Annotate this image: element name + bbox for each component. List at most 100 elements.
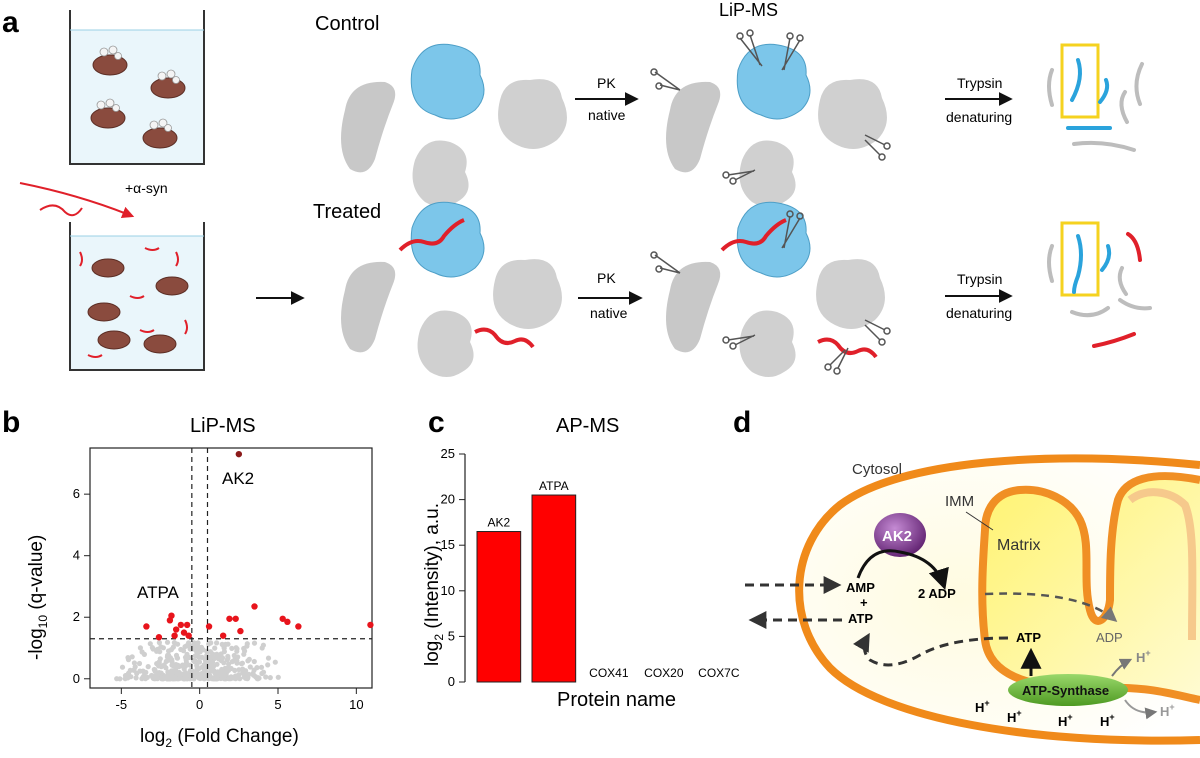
nonsignificant-point <box>125 670 132 676</box>
significant-point <box>180 629 188 636</box>
nonsignificant-point <box>225 641 231 647</box>
lipms-control-proteins <box>650 29 891 207</box>
y-tick-label: 25 <box>441 446 455 461</box>
ak2-reaction-arrow <box>856 549 949 590</box>
nonsignificant-point <box>214 676 220 682</box>
panel-b-ylabel: -log10 (q-value) <box>26 535 50 660</box>
significant-point <box>226 615 233 622</box>
significant-point <box>284 618 291 626</box>
nonsignificant-point <box>194 663 200 670</box>
annotation-ak2: AK2 <box>222 469 254 488</box>
nonsignificant-point <box>272 659 278 665</box>
nonsignificant-point <box>171 640 177 646</box>
panel-c-letter: c <box>428 406 445 439</box>
panel-c-ylabel: log2 (Intensity), a.u. <box>422 503 446 666</box>
nonsignificant-point <box>216 656 222 662</box>
bar <box>476 531 522 683</box>
y-tick-label: 0 <box>73 671 80 686</box>
nonsignificant-point <box>251 667 257 673</box>
nonsignificant-point <box>129 654 135 660</box>
alpha-syn-arrow <box>19 182 135 218</box>
trypsin-arrow-treated: Trypsin denaturing <box>945 271 1013 321</box>
nonsignificant-point <box>236 672 242 678</box>
nonsignificant-point <box>234 646 240 652</box>
panel-d-letter: d <box>733 406 751 439</box>
significant-point <box>171 632 178 639</box>
treated-label: Treated <box>313 201 381 223</box>
nonsignificant-point <box>209 659 215 665</box>
svg-text:H+: H+ <box>1100 712 1115 729</box>
trypsin-arrow-control: Trypsin denaturing <box>945 75 1013 125</box>
nonsignificant-point <box>226 661 232 667</box>
nonsignificant-point <box>168 670 174 676</box>
nonsignificant-point <box>141 651 147 658</box>
nonsignificant-point <box>182 644 188 650</box>
svg-text:PK: PK <box>597 270 616 286</box>
atp-synthase <box>1008 674 1128 706</box>
nonsignificant-point <box>187 668 194 674</box>
proton-in-arrow <box>1124 699 1158 720</box>
imm-pointer <box>965 511 994 531</box>
svg-text:H+: H+ <box>1136 648 1151 665</box>
svg-text:native: native <box>590 305 628 321</box>
significant-point <box>177 621 185 629</box>
nonsignificant-point <box>275 674 281 680</box>
nonsignificant-point <box>251 658 257 665</box>
svg-text:Trypsin: Trypsin <box>957 75 1002 91</box>
nonsignificant-point <box>119 664 126 670</box>
imm-label: IMM <box>945 493 974 510</box>
nonsignificant-point <box>221 675 227 681</box>
nonsignificant-point <box>172 676 178 682</box>
panel-b-letter: b <box>2 406 20 439</box>
nonsignificant-point <box>240 670 246 676</box>
bar <box>531 494 577 683</box>
lipms-treated-proteins <box>650 201 891 377</box>
significant-point <box>251 603 258 610</box>
y-tick-label: 20 <box>441 492 455 507</box>
nonsignificant-point <box>197 675 203 681</box>
nonsignificant-point <box>154 648 160 654</box>
bar-label: COX20 <box>644 666 684 680</box>
y-tick-label: 0 <box>448 674 455 689</box>
nonsignificant-point <box>242 648 248 654</box>
nonsignificant-point <box>133 675 139 681</box>
x-tick-label: 5 <box>274 697 281 712</box>
bar-label: AK2 <box>487 516 510 530</box>
nonsignificant-point <box>251 640 258 646</box>
nonsignificant-point <box>246 656 252 662</box>
nonsignificant-point <box>131 660 137 666</box>
nonsignificant-point <box>152 676 158 682</box>
nonsignificant-point <box>240 666 246 672</box>
nonsignificant-point <box>156 640 162 646</box>
alpha-syn-fibrils <box>79 247 188 358</box>
svg-text:native: native <box>588 107 626 123</box>
nonsignificant-point <box>225 665 231 671</box>
nonsignificant-point <box>174 655 180 661</box>
nonsignificant-point <box>237 676 243 682</box>
nonsignificant-point <box>212 645 218 651</box>
proton-out-arrow <box>1111 658 1133 677</box>
nonsignificant-point <box>214 640 220 646</box>
nonsignificant-point <box>265 655 272 661</box>
nonsignificant-point <box>125 675 131 681</box>
atp-synthase-label: ATP-Synthase <box>1022 683 1109 698</box>
nonsignificant-point <box>175 662 181 669</box>
y-tick-label: 2 <box>73 609 80 624</box>
nonsignificant-point <box>137 645 143 651</box>
nonsignificant-point <box>199 654 205 661</box>
nonsignificant-point <box>221 649 227 655</box>
nonsignificant-point <box>166 675 172 682</box>
x-tick-label: 0 <box>196 697 203 712</box>
pk-arrow-control: PK native <box>575 75 639 123</box>
nonsignificant-point <box>221 660 227 666</box>
control-label: Control <box>315 13 379 35</box>
nonsignificant-point <box>234 658 240 664</box>
peptides-control <box>1047 43 1144 152</box>
nonsignificant-point <box>164 639 171 645</box>
pk-arrow-treated: PK native <box>578 270 643 321</box>
nonsignificant-point <box>206 641 212 647</box>
nonsignificant-point <box>149 672 155 679</box>
panel-b-xlabel: log2 (Fold Change) <box>140 726 299 750</box>
